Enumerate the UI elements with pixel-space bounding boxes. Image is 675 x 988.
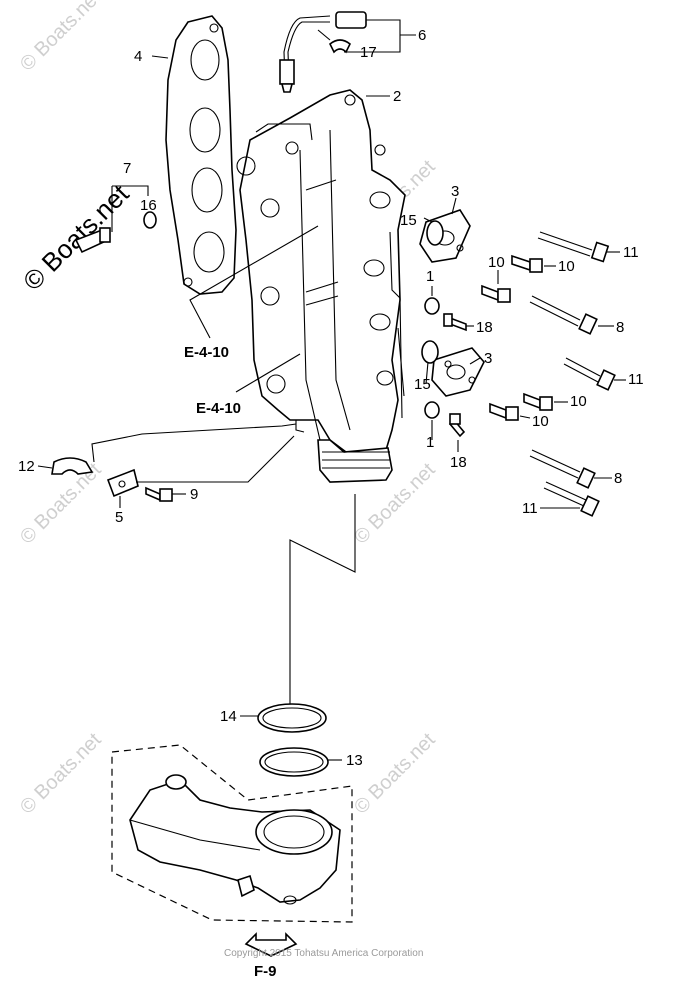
bolt-part-11 xyxy=(537,231,610,263)
callout-15: 15 xyxy=(414,376,431,393)
exhaust-manifold-part-2 xyxy=(236,89,406,483)
sensor-part-7 xyxy=(74,211,157,254)
cover-part-3 xyxy=(431,347,485,397)
callout-11: 11 xyxy=(522,500,538,517)
collar-part-1 xyxy=(424,297,440,419)
clamp-part-12 xyxy=(51,457,94,475)
callout-10: 10 xyxy=(570,393,587,410)
callout-3: 3 xyxy=(451,183,459,200)
callout-10: 10 xyxy=(532,413,549,430)
bracket-part-5 xyxy=(106,468,139,498)
oring-part-13 xyxy=(259,747,329,777)
oring-part-14 xyxy=(257,703,327,733)
callout-6: 6 xyxy=(418,27,426,44)
callout-10: 10 xyxy=(558,258,575,275)
bolt-part-10 xyxy=(523,392,553,411)
bolt-part-8 xyxy=(529,295,598,335)
callout-18: 18 xyxy=(476,319,493,336)
reference-f-9: F-9 xyxy=(254,963,277,980)
oring-part-15 xyxy=(421,220,444,364)
callout-5: 5 xyxy=(115,509,123,526)
callout-8: 8 xyxy=(614,470,622,487)
callout-labels: 4 6 17 2 7 16 3 15 11 10 10 1 8 18 3 11 … xyxy=(18,27,644,769)
callout-1: 1 xyxy=(426,434,434,451)
callout-4: 4 xyxy=(134,48,142,65)
callout-7: 7 xyxy=(123,160,131,177)
copyright-text: Copyright 2015 Tohatsu America Corporati… xyxy=(224,948,423,959)
callout-9: 9 xyxy=(190,486,198,503)
bolt-part-10 xyxy=(481,284,511,303)
sensor-part-6 xyxy=(279,11,367,93)
bolt-part-18 xyxy=(443,313,467,332)
reference-e-4-10: E-4-10 xyxy=(196,400,241,417)
callout-18: 18 xyxy=(450,454,467,471)
bolt-part-8 xyxy=(529,449,596,489)
bolt-part-11 xyxy=(563,357,616,391)
bolt-part-10 xyxy=(489,402,519,421)
callout-12: 12 xyxy=(18,458,35,475)
bolt-part-11 xyxy=(543,481,600,517)
callout-1: 1 xyxy=(426,268,434,285)
callout-13: 13 xyxy=(346,752,363,769)
bolt-part-9 xyxy=(145,486,173,502)
lower-housing-assembly xyxy=(111,744,353,923)
bolt-part-18 xyxy=(448,413,466,438)
watermark-text: © Boats.net xyxy=(16,0,106,76)
callout-17: 17 xyxy=(360,44,377,61)
reference-e-4-10: E-4-10 xyxy=(184,344,229,361)
gasket-part-4 xyxy=(165,15,237,295)
callout-16: 16 xyxy=(140,197,157,214)
leader-lines xyxy=(37,19,626,957)
callout-11: 11 xyxy=(628,371,644,388)
callout-11: 11 xyxy=(623,244,639,261)
callout-2: 2 xyxy=(393,88,401,105)
callout-8: 8 xyxy=(616,319,624,336)
bolt-part-10 xyxy=(511,254,543,273)
watermark-text: © Boats.net xyxy=(16,729,106,819)
reference-labels: E-4-10 E-4-10 F-9 xyxy=(184,344,277,980)
watermark-text: © Boats.net xyxy=(350,729,440,819)
callout-15: 15 xyxy=(400,212,417,229)
callout-14: 14 xyxy=(220,708,237,725)
watermark-logo: © Boats.net xyxy=(17,178,135,296)
callout-10: 10 xyxy=(488,254,505,271)
callout-3: 3 xyxy=(484,350,492,367)
